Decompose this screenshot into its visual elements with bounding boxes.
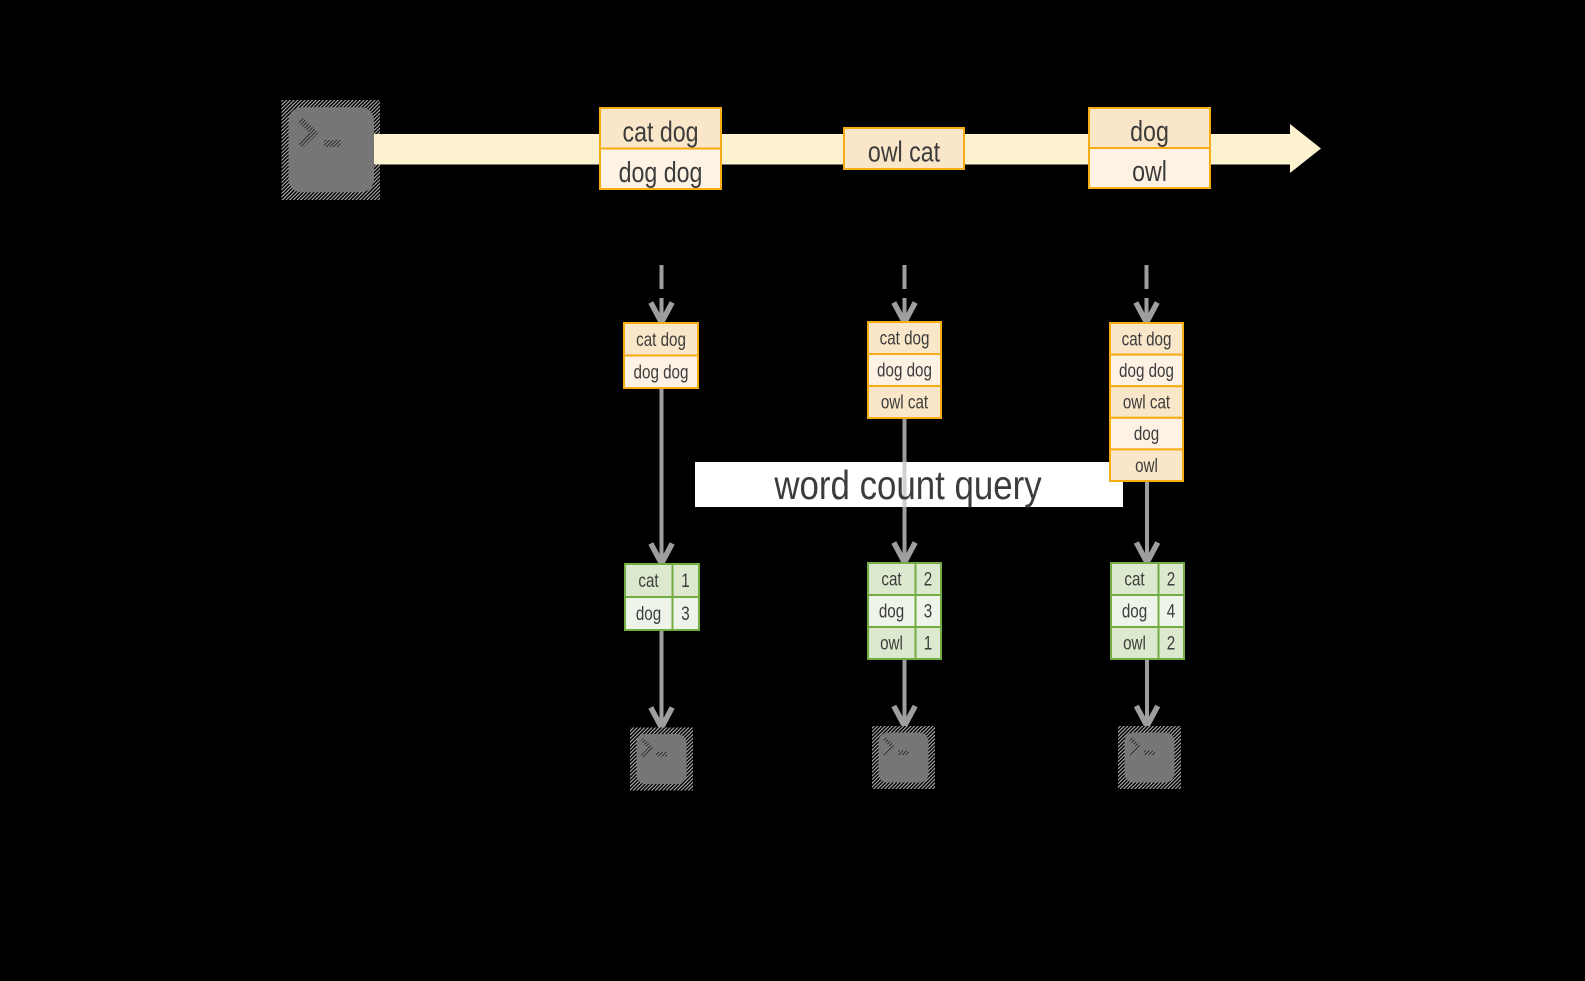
svg-text:owl: owl	[1132, 154, 1167, 187]
svg-text:owl: owl	[1135, 454, 1158, 476]
svg-text:cat: cat	[881, 568, 901, 590]
svg-text:4: 4	[1167, 600, 1176, 622]
svg-text:cat: cat	[638, 569, 658, 591]
svg-text:dog: dog	[1134, 423, 1159, 445]
svg-text:2: 2	[924, 568, 932, 590]
svg-text:2: 2	[1167, 568, 1175, 590]
svg-text:dog dog: dog dog	[634, 361, 689, 383]
svg-text:cat: cat	[1124, 568, 1144, 590]
svg-text:cat dog: cat dog	[636, 328, 686, 350]
svg-text:cat dog: cat dog	[1122, 328, 1172, 350]
svg-text:dog dog: dog dog	[1119, 359, 1174, 381]
svg-text:1: 1	[681, 569, 689, 591]
svg-text:cat dog: cat dog	[622, 115, 698, 148]
svg-text:dog: dog	[1122, 600, 1147, 622]
svg-text:word count query: word count query	[773, 463, 1041, 508]
svg-text:cat dog: cat dog	[880, 327, 930, 349]
svg-text:dog dog: dog dog	[619, 155, 703, 188]
svg-text:dog dog: dog dog	[877, 359, 932, 381]
svg-text:3: 3	[681, 602, 689, 624]
svg-text:2: 2	[1167, 632, 1175, 654]
svg-text:3: 3	[924, 600, 932, 622]
svg-text:owl: owl	[880, 632, 903, 654]
svg-text:owl cat: owl cat	[881, 391, 928, 413]
svg-text:dog: dog	[879, 600, 904, 622]
svg-text:owl cat: owl cat	[1123, 391, 1170, 413]
svg-text:owl cat: owl cat	[868, 135, 941, 168]
svg-text:1: 1	[924, 632, 932, 654]
svg-text:dog: dog	[636, 602, 661, 624]
svg-text:owl: owl	[1123, 632, 1146, 654]
svg-text:dog: dog	[1130, 114, 1169, 147]
